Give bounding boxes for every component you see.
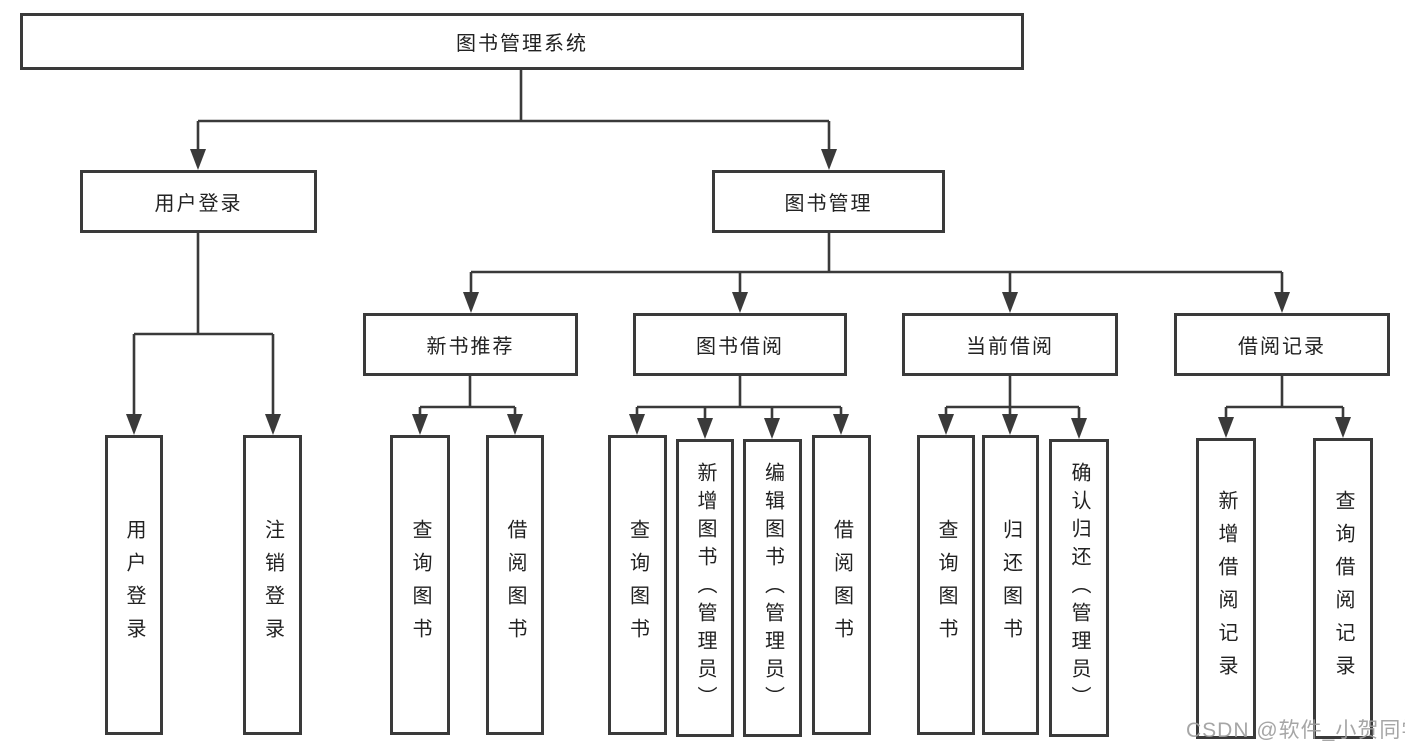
arrow-icon xyxy=(938,414,954,435)
leaf-label: 查询借阅记录 xyxy=(1332,489,1354,688)
leaf-query-books-3: 查询图书 xyxy=(917,435,975,735)
leaf-label: 注销登录 xyxy=(261,519,284,651)
connector-book-borrow xyxy=(635,376,843,429)
leaf-label: 编辑图书（管理员） xyxy=(761,462,784,714)
leaf-label: 查询图书 xyxy=(935,519,957,651)
arrow-icon xyxy=(1002,414,1018,435)
leaf-label: 借阅图书 xyxy=(504,519,526,651)
leaf-label: 新增借阅记录 xyxy=(1215,489,1237,688)
arrow-icon xyxy=(1002,292,1018,313)
connector-book-mgmt xyxy=(469,233,1284,303)
leaf-user-login: 用户登录 xyxy=(105,435,163,735)
arrow-icon xyxy=(629,414,645,435)
arrow-icon xyxy=(507,414,523,435)
leaf-borrow-books-1: 借阅图书 xyxy=(486,435,544,735)
arrow-icon xyxy=(265,414,281,435)
node-current-borrow: 当前借阅 xyxy=(902,313,1118,376)
leaf-query-borrow-record: 查询借阅记录 xyxy=(1313,438,1373,739)
arrow-icon xyxy=(1218,417,1234,438)
leaf-label: 归还图书 xyxy=(999,519,1022,651)
arrow-icon xyxy=(463,292,479,313)
arrow-icon xyxy=(190,149,206,170)
arrow-icon xyxy=(697,418,713,439)
leaf-label: 确认归还（管理员） xyxy=(1068,462,1090,714)
node-new-book-recommend: 新书推荐 xyxy=(363,313,578,376)
node-user-login: 用户登录 xyxy=(80,170,317,233)
leaf-label: 借阅图书 xyxy=(830,519,853,651)
leaf-query-books-2: 查询图书 xyxy=(608,435,667,735)
node-book-management: 图书管理 xyxy=(712,170,945,233)
leaf-logout: 注销登录 xyxy=(243,435,302,735)
arrow-icon xyxy=(764,418,780,439)
arrowheads xyxy=(126,149,1351,439)
leaf-query-books-1: 查询图书 xyxy=(390,435,450,735)
leaf-edit-books-admin: 编辑图书（管理员） xyxy=(743,439,802,737)
leaf-label: 查询图书 xyxy=(626,519,649,651)
csdn-watermark: CSDN @软件_小贺同学 xyxy=(1186,719,1405,742)
node-book-borrow: 图书借阅 xyxy=(633,313,847,376)
arrow-icon xyxy=(1274,292,1290,313)
connector-root xyxy=(196,69,831,160)
leaf-return-books: 归还图书 xyxy=(982,435,1039,735)
root-node-library-system: 图书管理系统 xyxy=(20,13,1024,70)
connector-new-book-rec xyxy=(418,376,517,425)
arrow-icon xyxy=(1071,418,1087,439)
arrow-icon xyxy=(126,414,142,435)
connector-borrow-records xyxy=(1224,376,1345,428)
arrow-icon xyxy=(1335,417,1351,438)
arrow-icon xyxy=(412,414,428,435)
arrow-icon xyxy=(821,149,837,170)
connector-user-login xyxy=(132,233,275,425)
leaf-label: 查询图书 xyxy=(409,519,431,651)
leaf-borrow-books-2: 借阅图书 xyxy=(812,435,871,735)
leaf-label: 用户登录 xyxy=(123,519,145,651)
arrow-icon xyxy=(732,292,748,313)
arrow-icon xyxy=(833,414,849,435)
leaf-add-borrow-record: 新增借阅记录 xyxy=(1196,438,1256,739)
leaf-label: 新增图书（管理员） xyxy=(694,462,716,714)
leaf-confirm-return-admin: 确认归还（管理员） xyxy=(1049,439,1109,737)
leaf-add-books-admin: 新增图书（管理员） xyxy=(676,439,734,737)
node-borrow-records: 借阅记录 xyxy=(1174,313,1390,376)
